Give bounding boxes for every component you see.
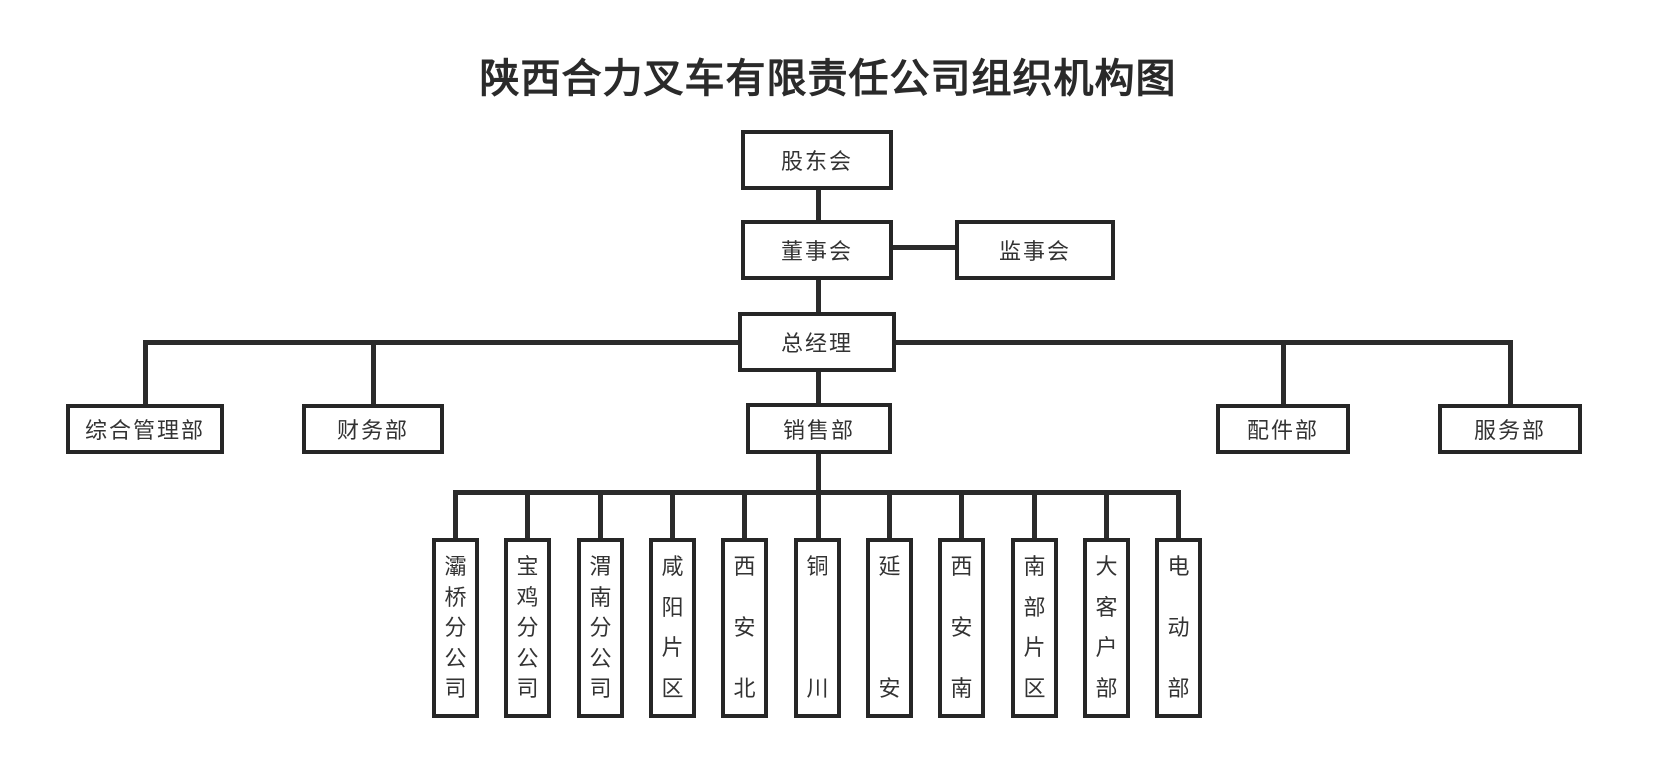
- connector-board-supervisors: [891, 245, 957, 250]
- node-branch-yanan: 延安: [866, 538, 913, 718]
- connector-stub-branch-1: [453, 492, 458, 540]
- page-title: 陕西合力叉车有限责任公司组织机构图: [479, 57, 1177, 101]
- node-label: 董事会: [780, 239, 853, 264]
- connector-stub-branch-10: [1104, 492, 1109, 540]
- node-general-manager: 总经理: [738, 312, 896, 372]
- node-label: 监事会: [998, 239, 1071, 264]
- node-branch-xian-north: 西安北: [721, 538, 768, 718]
- connector-board-gm: [816, 278, 821, 314]
- node-shareholders-meeting: 股东会: [741, 130, 893, 190]
- node-branch-south-area: 南部片区: [1011, 538, 1058, 718]
- node-dept-service: 服务部: [1438, 404, 1582, 454]
- node-branch-weinan: 渭南分公司: [577, 538, 624, 718]
- connector-stub-admin-dept: [143, 342, 148, 406]
- node-dept-general-admin: 综合管理部: [66, 404, 224, 454]
- connector-gm-sales: [816, 372, 821, 406]
- connector-stub-branch-11: [1176, 492, 1181, 540]
- connector-stub-branch-2: [525, 492, 530, 540]
- connector-stub-branch-4: [670, 492, 675, 540]
- node-label: 销售部: [782, 417, 855, 443]
- connector-shareholders-board: [816, 188, 821, 222]
- node-branch-tongchuan: 铜川: [794, 538, 841, 718]
- node-label: 股东会: [780, 149, 853, 174]
- connector-stub-branch-9: [1032, 492, 1037, 540]
- connector-sales-branch-bus: [816, 453, 821, 493]
- node-dept-sales: 销售部: [746, 403, 892, 454]
- connector-stub-finance-dept: [371, 342, 376, 406]
- node-dept-parts: 配件部: [1216, 404, 1350, 454]
- node-label: 财务部: [336, 418, 409, 443]
- node-branch-xian-south: 西安南: [938, 538, 985, 718]
- connector-stub-parts-dept: [1281, 342, 1286, 406]
- connector-stub-branch-5: [742, 492, 747, 540]
- node-label: 综合管理部: [84, 418, 205, 443]
- node-branch-electric: 电动部: [1155, 538, 1202, 718]
- node-dept-finance: 财务部: [302, 404, 444, 454]
- connector-stub-service-dept: [1508, 342, 1513, 406]
- node-label: 服务部: [1473, 418, 1546, 443]
- connector-stub-branch-7: [887, 492, 892, 540]
- node-branch-baoji: 宝鸡分公司: [504, 538, 551, 718]
- node-board-of-supervisors: 监事会: [955, 220, 1115, 280]
- connector-stub-branch-3: [598, 492, 603, 540]
- connector-stub-branch-8: [959, 492, 964, 540]
- node-label: 总经理: [780, 331, 853, 356]
- node-board-of-directors: 董事会: [741, 220, 893, 280]
- connector-stub-branch-6: [816, 492, 821, 540]
- node-branch-baqiao: 灞桥分公司: [432, 538, 479, 718]
- node-branch-key-accounts: 大客户部: [1083, 538, 1130, 718]
- node-branch-xianyang-area: 咸阳片区: [649, 538, 696, 718]
- node-label: 配件部: [1246, 418, 1319, 443]
